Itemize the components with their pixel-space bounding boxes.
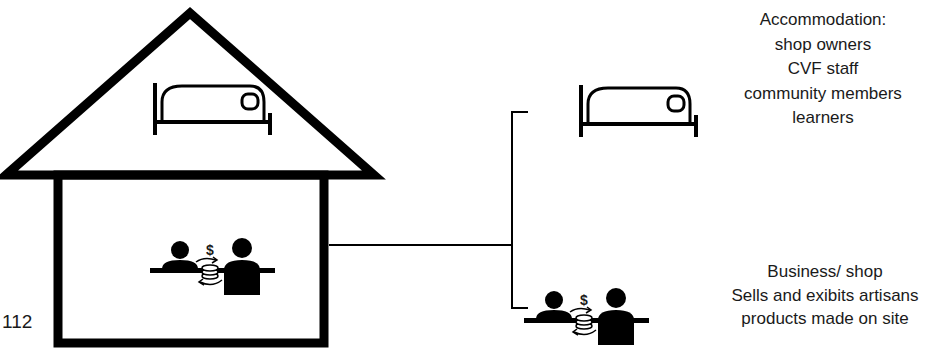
list-item: community members xyxy=(744,83,902,106)
currency-symbol: $ xyxy=(206,241,214,260)
currency-symbol: $ xyxy=(580,291,588,310)
list-item: learners xyxy=(792,107,853,130)
house-walls xyxy=(58,175,324,343)
split-bracket xyxy=(512,112,528,308)
list-item: CVF staff xyxy=(788,58,859,81)
leader-line xyxy=(329,244,512,246)
shop-icon xyxy=(524,288,649,345)
list-item: shop owners xyxy=(775,34,871,57)
heading-text: Business/ shop xyxy=(767,261,882,284)
house-roof xyxy=(6,13,374,175)
bed-icon xyxy=(155,83,270,135)
shop-icon xyxy=(150,238,275,295)
heading-text: Accommodation: xyxy=(760,9,887,32)
description-text: Sells and exibits artisans products made… xyxy=(715,285,935,331)
page-number: 112 xyxy=(2,309,32,335)
bed-icon xyxy=(581,85,696,137)
